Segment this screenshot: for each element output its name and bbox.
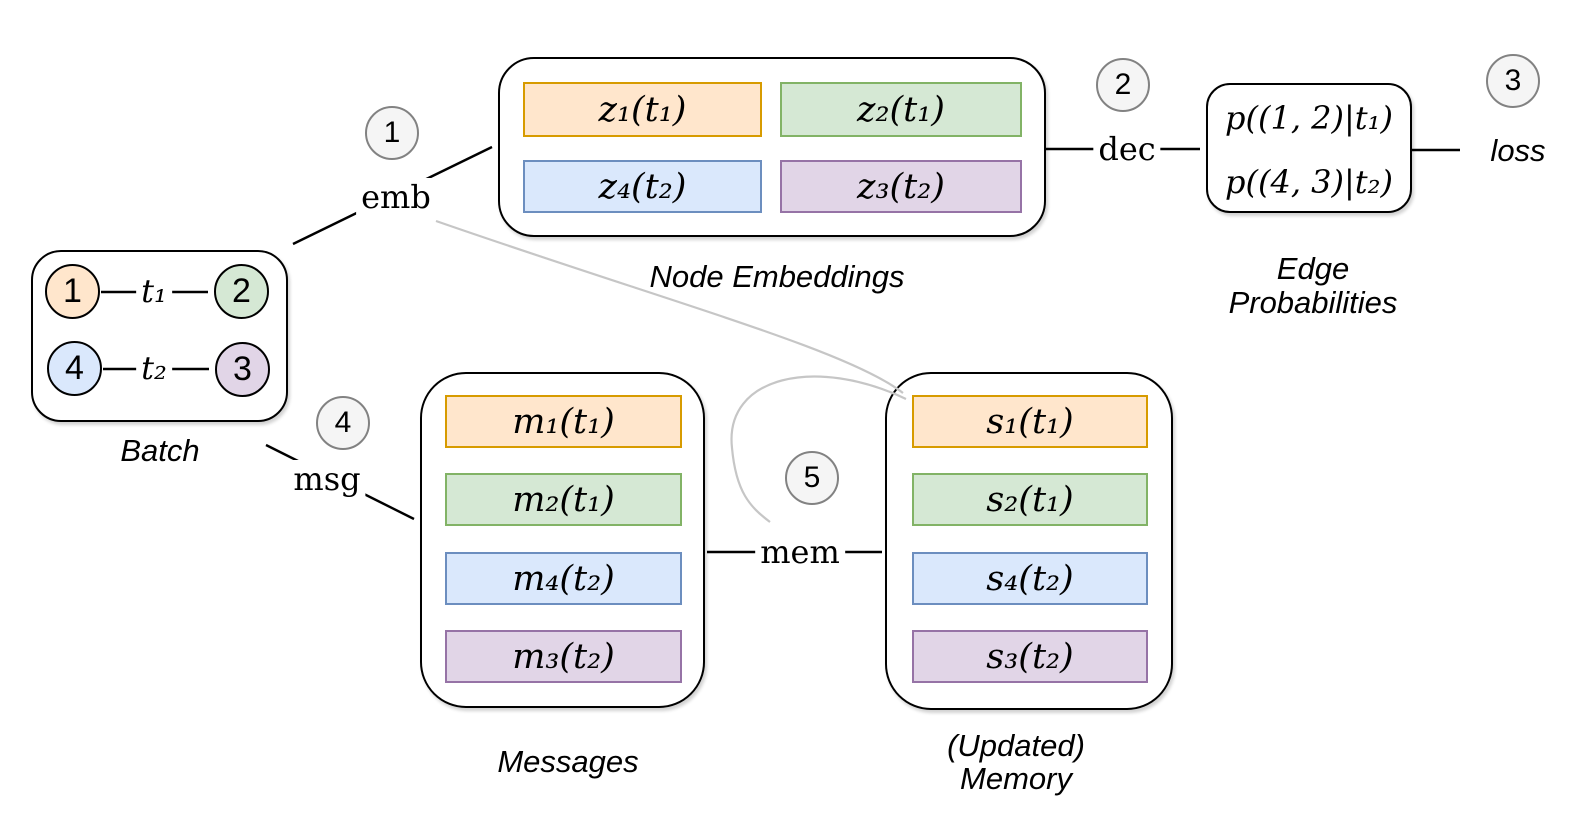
step-badge-3: 3 xyxy=(1486,54,1540,108)
mem-operator-label: mem xyxy=(755,533,845,571)
memory-cell-s1: s₁(t₁) xyxy=(912,395,1148,448)
memory-caption-line2: Memory xyxy=(960,761,1072,796)
batch-node-1: 1 xyxy=(45,264,100,319)
memory-caption: (Updated) Memory xyxy=(947,729,1085,795)
probability-row-1: p((1, 2)|t₁) xyxy=(1225,99,1393,137)
emb-operator-label: emb xyxy=(356,178,436,216)
embedding-cell-z2: z₂(t₁) xyxy=(780,82,1022,137)
probability-row-2: p((4, 3)|t₂) xyxy=(1225,163,1393,201)
arrow-memory-to-emb-feedback xyxy=(435,219,904,394)
messages-caption: Messages xyxy=(497,744,639,779)
memory-cell-s2: s₂(t₁) xyxy=(912,473,1148,526)
batch-caption: Batch xyxy=(120,433,200,468)
step-badge-4: 4 xyxy=(316,396,370,450)
message-cell-m2: m₂(t₁) xyxy=(445,473,682,526)
dec-operator-label: dec xyxy=(1093,130,1161,168)
loss-label: loss xyxy=(1490,133,1546,168)
embedding-cell-z4: z₄(t₂) xyxy=(523,160,762,213)
message-cell-m1: m₁(t₁) xyxy=(445,395,682,448)
edge-probabilities-caption: Edge Probabilities xyxy=(1229,252,1398,320)
batch-node-2: 2 xyxy=(214,264,269,319)
step-badge-1: 1 xyxy=(365,106,419,160)
message-cell-m4: m₄(t₂) xyxy=(445,552,682,605)
step-badge-5: 5 xyxy=(785,451,839,505)
memory-cell-s4: s₄(t₂) xyxy=(912,552,1148,605)
edge-time-t2-label: t₂ xyxy=(136,349,172,387)
embedding-cell-z1: z₁(t₁) xyxy=(523,82,762,137)
embedding-cell-z3: z₃(t₂) xyxy=(780,160,1022,213)
batch-node-3: 3 xyxy=(215,342,270,397)
edge-probabilities-caption-line2: Probabilities xyxy=(1228,285,1398,320)
msg-operator-label: msg xyxy=(288,460,366,498)
edge-time-t1-label: t₁ xyxy=(136,272,172,310)
step-badge-2: 2 xyxy=(1096,58,1150,112)
message-cell-m3: m₃(t₂) xyxy=(445,630,682,683)
edge-probabilities-caption-line1: Edge xyxy=(1276,251,1350,286)
node-embeddings-caption: Node Embeddings xyxy=(649,259,905,294)
edge-probabilities-box xyxy=(1206,83,1412,213)
batch-node-4: 4 xyxy=(47,341,102,396)
memory-caption-line1: (Updated) xyxy=(947,728,1085,763)
memory-cell-s3: s₃(t₂) xyxy=(912,630,1148,683)
